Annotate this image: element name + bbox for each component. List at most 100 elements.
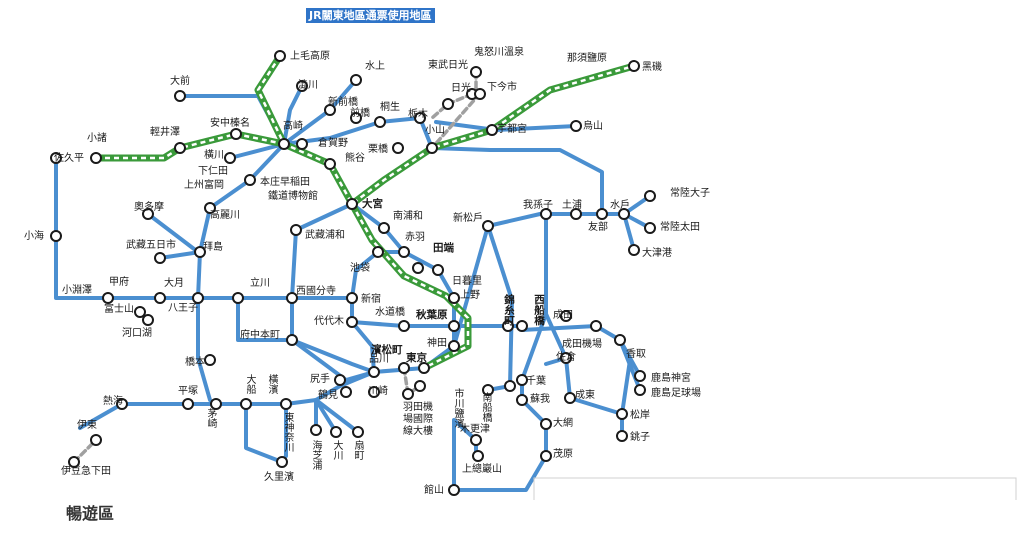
station-marker[interactable] — [278, 138, 290, 150]
station-marker[interactable] — [448, 340, 460, 352]
station-marker[interactable] — [372, 246, 384, 258]
station-marker[interactable] — [154, 292, 166, 304]
station-label: 秋葉原 — [416, 309, 448, 321]
station-marker[interactable] — [628, 60, 640, 72]
station-marker[interactable] — [502, 320, 514, 332]
station-marker[interactable] — [634, 384, 646, 396]
station-marker[interactable] — [418, 362, 430, 374]
station-marker[interactable] — [474, 88, 486, 100]
station-marker[interactable] — [350, 112, 362, 124]
station-marker[interactable] — [644, 190, 656, 202]
station-marker[interactable] — [274, 50, 286, 62]
station-marker[interactable] — [426, 142, 438, 154]
station-marker[interactable] — [182, 398, 194, 410]
station-marker[interactable] — [540, 208, 552, 220]
station-marker[interactable] — [90, 152, 102, 164]
station-marker[interactable] — [472, 450, 484, 462]
station-marker[interactable] — [378, 222, 390, 234]
station-marker[interactable] — [286, 292, 298, 304]
station-marker[interactable] — [442, 98, 454, 110]
station-marker[interactable] — [448, 320, 460, 332]
station-marker[interactable] — [204, 354, 216, 366]
station-marker[interactable] — [224, 152, 236, 164]
station-marker[interactable] — [564, 392, 576, 404]
station-marker[interactable] — [204, 202, 216, 214]
station-marker[interactable] — [486, 124, 498, 136]
station-marker[interactable] — [50, 230, 62, 242]
station-marker[interactable] — [280, 398, 292, 410]
station-marker[interactable] — [590, 320, 602, 332]
station-marker[interactable] — [310, 424, 322, 436]
station-marker[interactable] — [276, 456, 288, 468]
station-marker[interactable] — [618, 208, 630, 220]
station-marker[interactable] — [142, 208, 154, 220]
station-marker[interactable] — [470, 66, 482, 78]
station-marker[interactable] — [432, 264, 444, 276]
station-marker[interactable] — [614, 334, 626, 346]
station-marker[interactable] — [398, 246, 410, 258]
station-marker[interactable] — [470, 434, 482, 446]
station-marker[interactable] — [174, 90, 186, 102]
station-marker[interactable] — [560, 310, 572, 322]
station-marker[interactable] — [540, 418, 552, 430]
station-marker[interactable] — [352, 426, 364, 438]
station-marker[interactable] — [286, 334, 298, 346]
station-marker[interactable] — [240, 398, 252, 410]
station-marker[interactable] — [50, 152, 62, 164]
station-marker[interactable] — [482, 220, 494, 232]
station-marker[interactable] — [244, 174, 256, 186]
station-marker[interactable] — [192, 292, 204, 304]
station-marker[interactable] — [174, 142, 186, 154]
station-marker[interactable] — [154, 252, 166, 264]
station-marker[interactable] — [616, 408, 628, 420]
station-marker[interactable] — [210, 398, 222, 410]
station-marker[interactable] — [482, 384, 494, 396]
station-marker[interactable] — [90, 434, 102, 446]
station-marker[interactable] — [560, 352, 572, 364]
station-marker[interactable] — [116, 398, 128, 410]
station-marker[interactable] — [346, 198, 358, 210]
station-marker[interactable] — [134, 306, 146, 318]
station-marker[interactable] — [596, 208, 608, 220]
station-marker[interactable] — [516, 374, 528, 386]
station-marker[interactable] — [194, 246, 206, 258]
station-marker[interactable] — [402, 388, 414, 400]
station-marker[interactable] — [448, 484, 460, 496]
station-marker[interactable] — [232, 292, 244, 304]
station-marker[interactable] — [374, 116, 386, 128]
station-marker[interactable] — [398, 320, 410, 332]
station-marker[interactable] — [414, 112, 426, 124]
station-marker[interactable] — [350, 74, 362, 86]
station-marker[interactable] — [616, 430, 628, 442]
station-marker[interactable] — [504, 380, 516, 392]
station-marker[interactable] — [516, 394, 528, 406]
station-marker[interactable] — [634, 370, 646, 382]
station-marker[interactable] — [340, 386, 352, 398]
station-marker[interactable] — [334, 374, 346, 386]
station-marker[interactable] — [412, 262, 424, 274]
station-marker[interactable] — [296, 80, 308, 92]
station-marker[interactable] — [540, 450, 552, 462]
station-marker[interactable] — [324, 158, 336, 170]
station-marker[interactable] — [570, 208, 582, 220]
station-marker[interactable] — [102, 292, 114, 304]
station-marker[interactable] — [142, 314, 154, 326]
station-marker[interactable] — [414, 380, 426, 392]
station-marker[interactable] — [448, 292, 460, 304]
station-marker[interactable] — [398, 362, 410, 374]
station-marker[interactable] — [324, 104, 336, 116]
station-marker[interactable] — [570, 120, 582, 132]
station-marker[interactable] — [392, 142, 404, 154]
station-marker[interactable] — [330, 426, 342, 438]
station-marker[interactable] — [516, 320, 528, 332]
station-marker[interactable] — [644, 222, 656, 234]
station-marker[interactable] — [68, 456, 80, 468]
station-marker[interactable] — [290, 224, 302, 236]
station-marker[interactable] — [368, 386, 380, 398]
station-marker[interactable] — [230, 128, 242, 140]
station-marker[interactable] — [368, 366, 380, 378]
station-marker[interactable] — [346, 316, 358, 328]
station-marker[interactable] — [296, 138, 308, 150]
station-marker[interactable] — [628, 244, 640, 256]
station-marker[interactable] — [346, 292, 358, 304]
